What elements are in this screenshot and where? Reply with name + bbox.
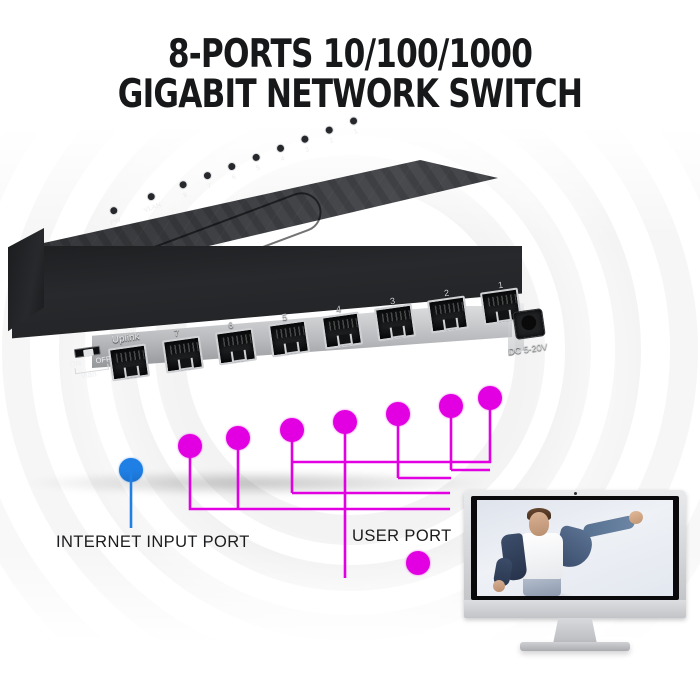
monitor-stand-base <box>520 642 630 651</box>
screen-photo <box>477 500 673 596</box>
figure-right-arm <box>582 514 636 539</box>
monitor-screen <box>471 496 679 600</box>
monitor-inset <box>464 490 686 655</box>
dot-user-port-endpoint[interactable] <box>406 551 430 575</box>
webcam-icon <box>573 492 577 495</box>
user-port-connector-lines <box>188 398 492 578</box>
line-port-1 <box>292 398 492 464</box>
monitor-chin <box>464 600 686 618</box>
monitor-bezel <box>464 490 686 618</box>
label-internet-input-port: INTERNET INPUT PORT <box>56 533 250 551</box>
figure-head <box>529 512 549 536</box>
label-user-port: USER PORT <box>352 527 452 545</box>
figure-left-hand <box>493 580 505 592</box>
monitor-stand-neck <box>553 618 597 644</box>
